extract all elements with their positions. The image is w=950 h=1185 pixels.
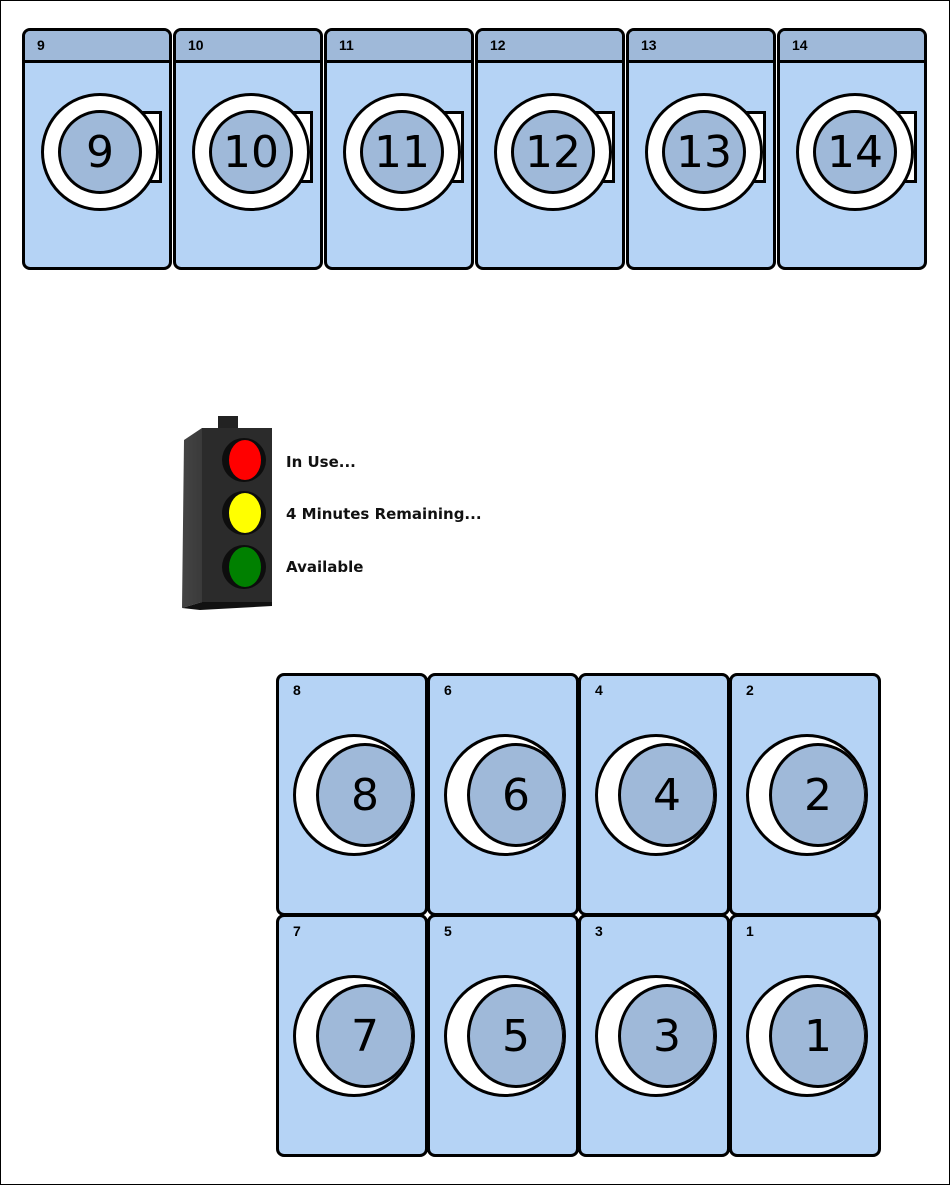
dryer-window-number: 1 xyxy=(769,984,865,1088)
legend-in-use: In Use... xyxy=(286,453,356,471)
washer-window-number: 14 xyxy=(813,110,897,194)
washer-14[interactable]: 14 14 xyxy=(777,28,927,270)
dryer-4[interactable]: 4 4 xyxy=(578,673,730,916)
dryer-2[interactable]: 2 2 xyxy=(729,673,881,916)
washer-door: 11 xyxy=(343,93,461,211)
washer-window-number: 13 xyxy=(662,110,746,194)
traffic-light-icon xyxy=(182,416,272,610)
dryer-5[interactable]: 5 5 xyxy=(427,914,579,1157)
dryer-number-label: 8 xyxy=(293,682,301,698)
washer-number-label: 14 xyxy=(792,37,808,53)
dryer-window-number: 4 xyxy=(618,743,714,847)
washer-number-label: 9 xyxy=(37,37,45,53)
dryer-number-label: 6 xyxy=(444,682,452,698)
dryer-window-number: 2 xyxy=(769,743,865,847)
red-light xyxy=(222,438,266,482)
washer-door: 10 xyxy=(192,93,310,211)
washer-number-label: 10 xyxy=(188,37,204,53)
dryer-window-number: 3 xyxy=(618,984,714,1088)
dryer-number-label: 1 xyxy=(746,923,754,939)
status-legend: In Use... 4 Minutes Remaining... Availab… xyxy=(180,416,520,616)
washer-window-number: 12 xyxy=(511,110,595,194)
dryer-window-number: 7 xyxy=(316,984,412,1088)
dryer-door: 6 xyxy=(444,734,566,856)
legend-minutes-remaining: 4 Minutes Remaining... xyxy=(286,505,482,523)
washer-header xyxy=(25,31,169,63)
yellow-light xyxy=(222,491,266,535)
dryer-7[interactable]: 7 7 xyxy=(276,914,428,1157)
dryer-door: 4 xyxy=(595,734,717,856)
washer-door: 14 xyxy=(796,93,914,211)
washer-9[interactable]: 9 9 xyxy=(22,28,172,270)
washer-10[interactable]: 10 10 xyxy=(173,28,323,270)
dryer-number-label: 7 xyxy=(293,923,301,939)
dryer-door: 2 xyxy=(746,734,868,856)
dryer-window-number: 8 xyxy=(316,743,412,847)
dryer-number-label: 5 xyxy=(444,923,452,939)
dryer-8[interactable]: 8 8 xyxy=(276,673,428,916)
washer-12[interactable]: 12 12 xyxy=(475,28,625,270)
washer-header xyxy=(327,31,471,63)
washer-number-label: 11 xyxy=(339,37,354,53)
dryer-door: 7 xyxy=(293,975,415,1097)
dryer-1[interactable]: 1 1 xyxy=(729,914,881,1157)
green-light xyxy=(222,545,266,589)
dryer-door: 3 xyxy=(595,975,717,1097)
dryer-number-label: 2 xyxy=(746,682,754,698)
washer-number-label: 13 xyxy=(641,37,657,53)
dryer-window-number: 5 xyxy=(467,984,563,1088)
washer-11[interactable]: 11 11 xyxy=(324,28,474,270)
dryer-number-label: 4 xyxy=(595,682,603,698)
washer-door: 9 xyxy=(41,93,159,211)
dryer-number-label: 3 xyxy=(595,923,603,939)
washer-header xyxy=(780,31,924,63)
washer-door: 12 xyxy=(494,93,612,211)
legend-available: Available xyxy=(286,558,364,576)
washer-window-number: 10 xyxy=(209,110,293,194)
washer-window-number: 9 xyxy=(58,110,142,194)
washer-header xyxy=(478,31,622,63)
dryer-3[interactable]: 3 3 xyxy=(578,914,730,1157)
dryer-window-number: 6 xyxy=(467,743,563,847)
dryer-6[interactable]: 6 6 xyxy=(427,673,579,916)
washer-number-label: 12 xyxy=(490,37,506,53)
washer-window-number: 11 xyxy=(360,110,444,194)
dryer-door: 1 xyxy=(746,975,868,1097)
washer-13[interactable]: 13 13 xyxy=(626,28,776,270)
dryer-door: 5 xyxy=(444,975,566,1097)
washer-header xyxy=(176,31,320,63)
washer-header xyxy=(629,31,773,63)
washer-door: 13 xyxy=(645,93,763,211)
dryer-door: 8 xyxy=(293,734,415,856)
